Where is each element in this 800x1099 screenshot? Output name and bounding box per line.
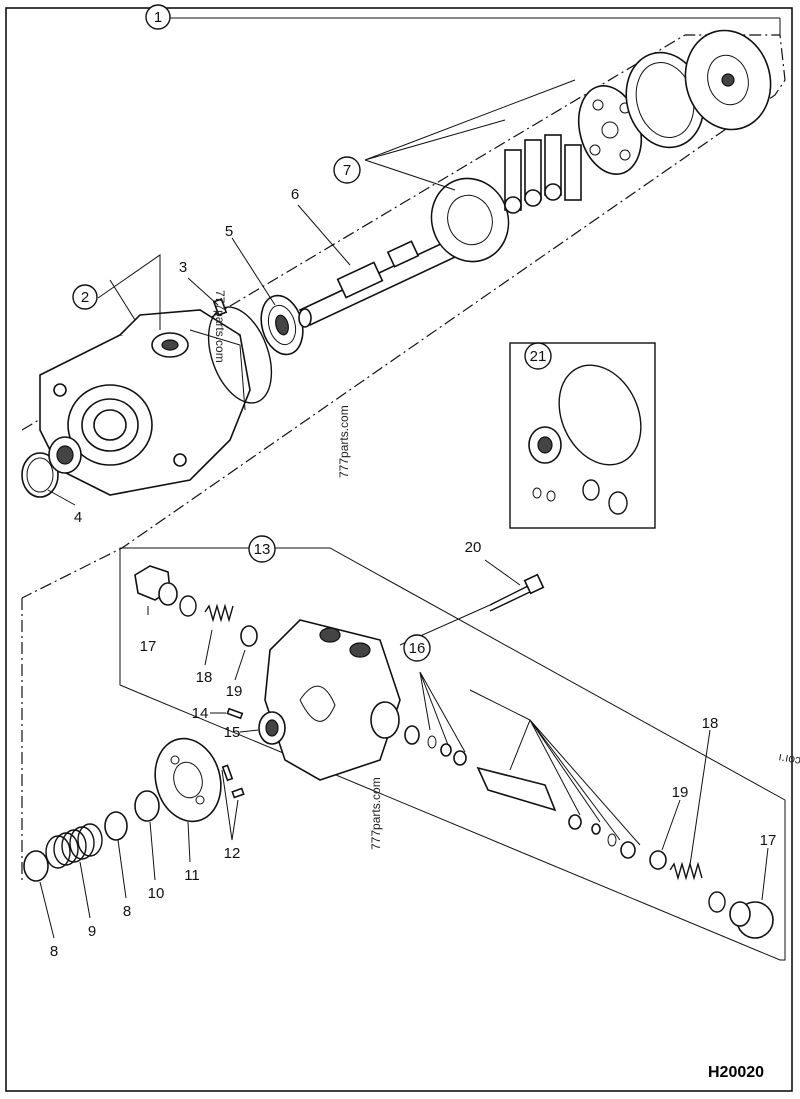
bolt-20 <box>489 573 545 612</box>
leader-18-right <box>689 729 711 866</box>
callout-1: 1 <box>145 4 171 30</box>
leader-11 <box>187 821 191 863</box>
leader-6 <box>297 204 351 266</box>
callout-13: 13 <box>248 535 276 563</box>
piston-set <box>504 134 582 214</box>
spool-parts <box>404 725 636 859</box>
valve-body <box>264 619 401 781</box>
leader-2b <box>109 279 136 321</box>
callout-10: 10 <box>148 885 165 902</box>
svg-text:2: 2 <box>81 289 89 306</box>
callout-8-right: 8 <box>123 903 131 920</box>
watermark-1: 777parts.com <box>213 290 227 363</box>
leader-3 <box>187 277 219 306</box>
callout-12: 12 <box>224 845 241 862</box>
svg-text:1: 1 <box>154 9 162 26</box>
leader-20 <box>484 559 521 586</box>
callout-14: 14 <box>192 705 209 722</box>
callout-17-right: 17 <box>760 832 777 849</box>
cylinder-block <box>684 29 772 131</box>
snap-ring-4 <box>21 452 59 498</box>
leader-9 <box>79 861 91 919</box>
outer-frame <box>5 7 793 1092</box>
kit-21-box <box>509 342 656 529</box>
leader-10 <box>149 821 156 881</box>
spring-9 <box>45 823 103 869</box>
callout-19-right: 19 <box>672 784 689 801</box>
leader-5 <box>231 237 276 306</box>
watermark-2: 777parts.com <box>337 405 351 478</box>
callout-18-top: 18 <box>196 669 213 686</box>
washer-19-right <box>649 850 667 870</box>
svg-text:21: 21 <box>530 348 547 365</box>
pins-12 <box>221 764 245 799</box>
washer-8-right <box>104 811 128 841</box>
callout-7: 7 <box>333 156 361 184</box>
o-ring-right <box>708 891 726 913</box>
spring-18-top <box>204 603 234 623</box>
callout-20: 20 <box>465 539 482 556</box>
swash-plate <box>430 177 510 263</box>
callout-16: 16 <box>403 634 431 662</box>
pin-3 <box>212 298 228 316</box>
diagram-code: H20020 <box>708 1064 764 1081</box>
pump-housing <box>39 309 251 496</box>
callout-11: 11 <box>184 867 200 884</box>
leader-17-right <box>761 847 769 901</box>
callout-19-top: 19 <box>226 683 243 700</box>
oil-seal <box>48 436 82 474</box>
callout-3: 3 <box>179 259 187 276</box>
leader-12 <box>221 769 239 841</box>
sleeve-15 <box>258 711 286 745</box>
snap-ring-10 <box>134 790 160 822</box>
o-ring-top <box>179 595 197 617</box>
plug-17-top <box>134 565 178 606</box>
leader-18-top <box>204 629 213 666</box>
leader-19-top <box>234 649 246 681</box>
callout-8-left: 8 <box>50 943 58 960</box>
watermark-3: 777parts.com <box>369 777 383 850</box>
leader-15 <box>239 729 259 733</box>
callout-21: 21 <box>524 342 552 370</box>
leader-7 <box>364 79 576 191</box>
leader-8a <box>39 881 55 939</box>
pin-14 <box>226 707 244 720</box>
svg-text:7: 7 <box>343 162 351 179</box>
leader-19-right <box>661 799 681 851</box>
svg-text:13: 13 <box>254 541 271 558</box>
plate-11 <box>154 737 222 823</box>
callout-18-right: 18 <box>702 715 719 732</box>
plug-17-right <box>729 901 774 939</box>
callout-2: 2 <box>72 284 98 310</box>
washer-8-left <box>23 850 49 882</box>
leader-2 <box>97 254 161 330</box>
washer-19-top <box>240 625 258 647</box>
callout-5: 5 <box>225 223 233 240</box>
callout-9: 9 <box>88 923 96 940</box>
callout-4: 4 <box>74 509 82 526</box>
kit-21-contents <box>528 364 642 515</box>
leader-16-spool <box>419 671 641 846</box>
edge-fragment: ı.ıoɔ <box>777 749 800 767</box>
leader-4 <box>47 489 76 506</box>
svg-text:16: 16 <box>409 640 426 657</box>
spring-18-right <box>669 861 703 881</box>
callout-6: 6 <box>291 186 299 203</box>
group-13-boundary <box>119 547 786 961</box>
leader-8b <box>117 839 127 899</box>
callout-15: 15 <box>224 724 241 741</box>
callout-17-top: 17 <box>140 638 157 655</box>
